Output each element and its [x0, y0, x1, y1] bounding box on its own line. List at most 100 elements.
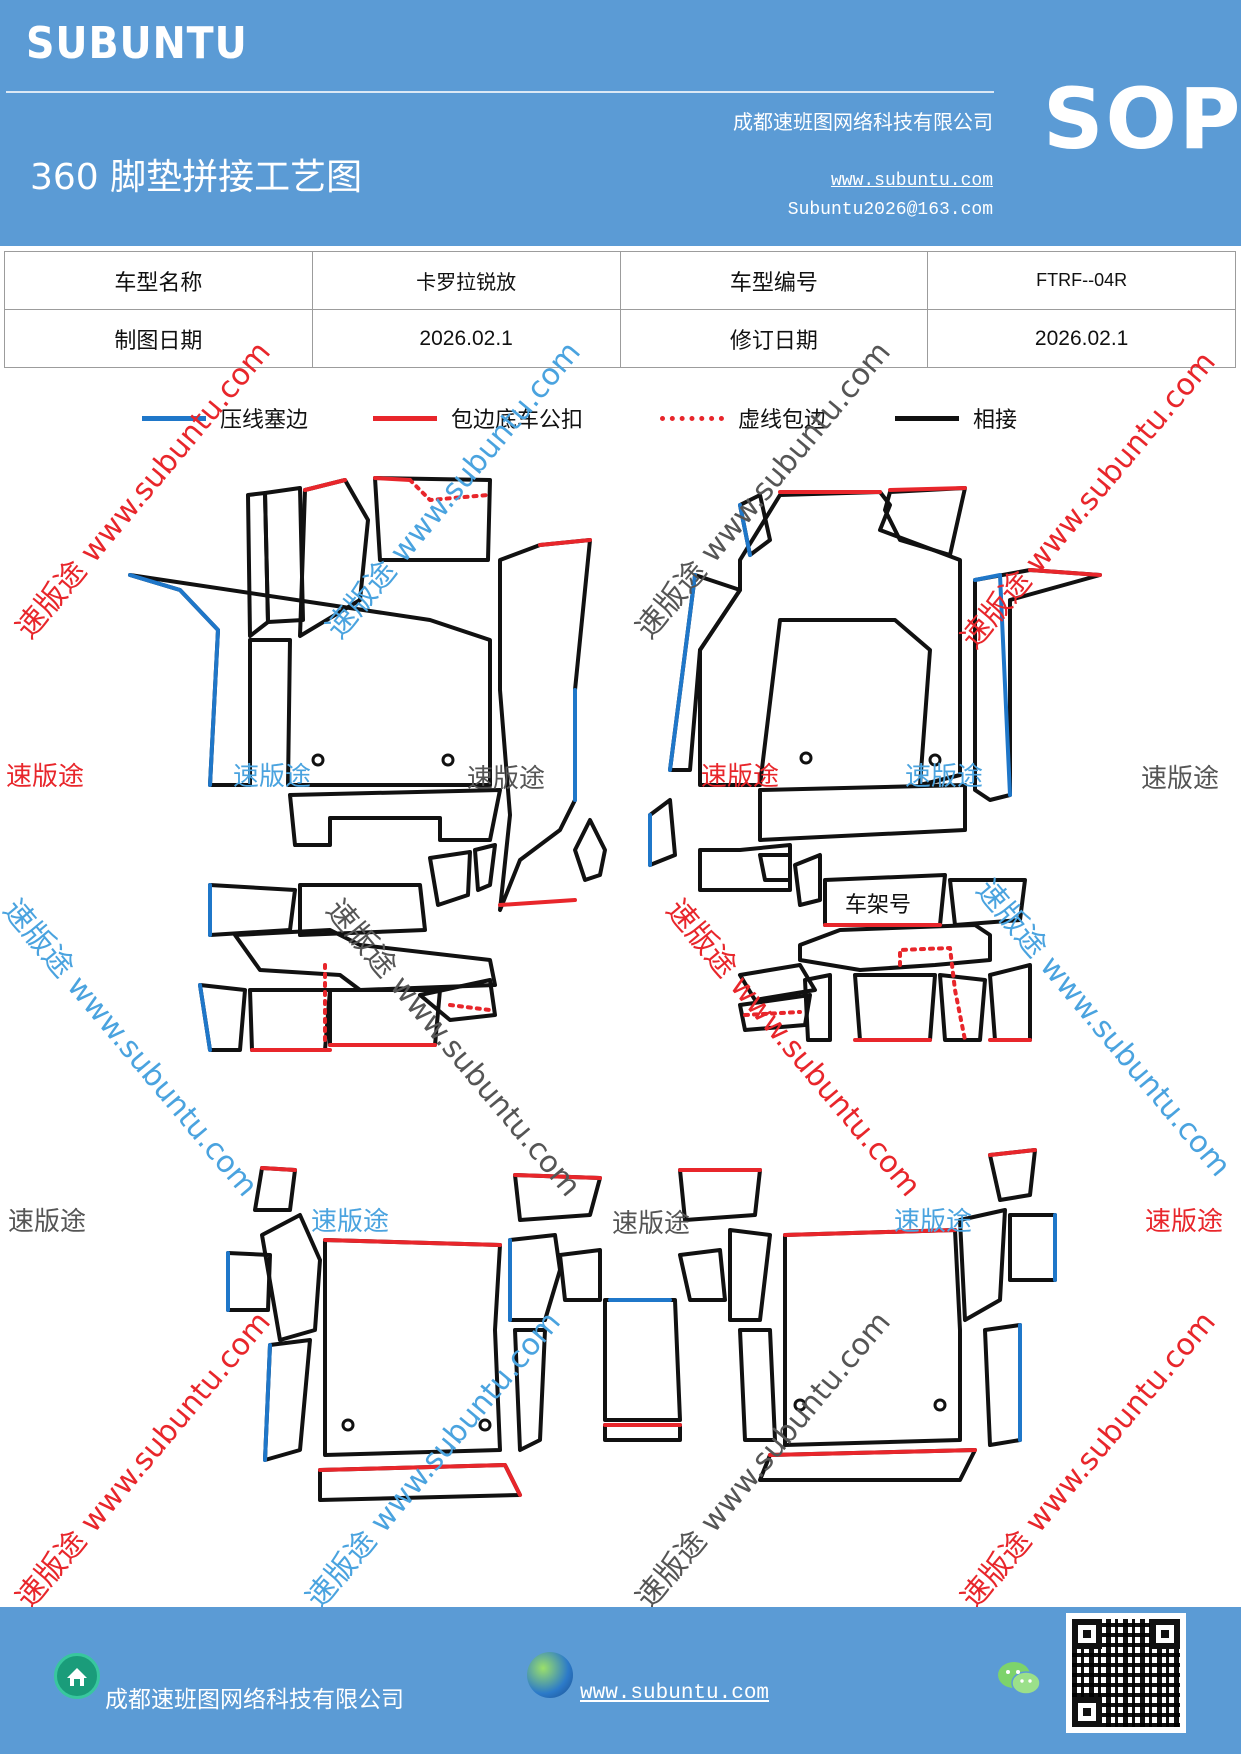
watermark: 速版途	[905, 762, 984, 792]
rear-blue-edges	[226, 1213, 1057, 1462]
mat-piece	[678, 1168, 762, 1222]
mat-piece	[948, 878, 1027, 927]
mat-piece	[738, 1328, 777, 1442]
mat-piece	[938, 973, 987, 1042]
mat-piece	[988, 1148, 1037, 1202]
mat-piece	[248, 988, 332, 1052]
legend-label: 压线塞边	[220, 408, 309, 433]
model-name-label: 车型名称	[4, 251, 313, 310]
footer-company-name: 成都速班图网络科技有限公司	[105, 1687, 404, 1713]
table-row: 车型名称 卡罗拉锐放 车型编号 FTRF--04R	[4, 251, 1236, 310]
brand-logo: SUBUNTU	[26, 18, 248, 69]
company-name: 成都速班图网络科技有限公司	[733, 110, 993, 134]
mat-piece	[603, 1423, 682, 1442]
watermark: 速版途	[1141, 764, 1220, 794]
mat-piece	[246, 491, 270, 638]
sop-badge: SOP	[1043, 70, 1241, 168]
qr-finder	[1072, 1619, 1102, 1649]
mat-piece	[698, 490, 962, 787]
qr-finder	[1150, 1619, 1180, 1649]
model-name-value: 卡罗拉锐放	[311, 251, 621, 310]
mat-piece	[698, 843, 792, 892]
website-link[interactable]: www.subuntu.com	[830, 171, 993, 191]
watermark: 速版途	[6, 762, 85, 792]
model-code-value: FTRF--04R	[927, 251, 1236, 310]
legend-label: 包边底车公扣	[451, 408, 584, 433]
rear-red-edges	[260, 1148, 1037, 1497]
model-code-label: 车型编号	[619, 251, 929, 310]
mat-piece	[738, 993, 812, 1032]
mat-piece	[288, 788, 502, 847]
legend-item-dotted-wrap: 虚线包边	[660, 402, 826, 434]
mat-holes	[311, 751, 947, 1432]
floor-mat-splice-diagram: 车架号	[128, 476, 1102, 1502]
mat-piece	[728, 1228, 772, 1322]
mat-piece	[298, 883, 427, 937]
legend-item-press-line: 压线塞边	[142, 402, 308, 434]
mat-piece	[853, 973, 937, 1042]
front-left-blue-edges	[128, 573, 577, 1052]
mat-piece	[418, 978, 497, 1022]
watermark: 速版途	[233, 762, 312, 792]
mat-piece	[373, 476, 492, 562]
mat-piece	[233, 928, 497, 992]
legend-label: 虚线包边	[738, 408, 827, 433]
mat-piece	[208, 883, 297, 937]
mat-piece	[473, 843, 497, 892]
watermark: 速版途	[894, 1207, 973, 1237]
mat-piece	[678, 1248, 727, 1302]
draw-date-label: 制图日期	[4, 309, 313, 368]
mat-piece	[958, 1208, 1007, 1322]
watermark: 速版途	[612, 1209, 691, 1239]
mat-piece	[260, 1213, 322, 1342]
wechat-icon[interactable]	[996, 1659, 1042, 1699]
mat-piece	[573, 818, 607, 882]
legend-swatch	[660, 415, 724, 421]
qr-finder	[1072, 1697, 1102, 1727]
mat-piece	[513, 1328, 547, 1452]
legend-item-joined: 相接	[895, 402, 1017, 434]
legend-swatch	[895, 415, 959, 421]
mat-piece	[648, 798, 677, 867]
mat-piece	[983, 1323, 1022, 1447]
mat-piece	[758, 783, 967, 842]
line-legend: 压线塞边 包边底车公扣 虚线包边 相接	[0, 402, 1241, 442]
frame-number-label: 车架号	[845, 893, 911, 918]
mat-piece	[603, 1298, 682, 1422]
front-right-dotted-edges	[743, 946, 967, 1042]
qr-code[interactable]	[1066, 1613, 1186, 1733]
document-title: 360 脚垫拼接工艺图	[30, 157, 363, 198]
mat-piece	[1008, 1213, 1057, 1282]
footer-banner: 成都速班图网络科技有限公司 www.subuntu.com	[0, 1607, 1241, 1754]
mat-piece	[428, 850, 472, 907]
home-icon	[54, 1653, 100, 1699]
vehicle-info-table: 车型名称 卡罗拉锐放 车型编号 FTRF--04R 制图日期 2026.02.1…	[4, 251, 1236, 368]
home-icon-glyph	[67, 1668, 87, 1686]
watermark: 速版途	[1145, 1207, 1224, 1237]
revise-date-value: 2026.02.1	[927, 309, 1236, 368]
watermark: 速版途	[8, 1207, 87, 1237]
mat-piece	[798, 923, 992, 972]
mat-piece	[226, 1251, 272, 1312]
legend-swatch	[373, 415, 437, 421]
mat-piece	[558, 1248, 602, 1302]
front-right-red-edges	[778, 486, 1102, 1042]
watermark: 速版途	[467, 764, 546, 794]
draw-date-value: 2026.02.1	[311, 309, 621, 368]
mat-piece	[793, 853, 822, 907]
qr-code-pattern	[1072, 1619, 1180, 1727]
table-row: 制图日期 2026.02.1 修订日期 2026.02.1	[4, 309, 1236, 368]
legend-swatch	[142, 415, 206, 421]
mat-piece	[738, 963, 817, 1002]
front-left-dotted-edges	[323, 478, 492, 1047]
globe-icon	[527, 1652, 573, 1698]
mat-piece	[758, 853, 792, 882]
footer-website-link[interactable]: www.subuntu.com	[580, 1682, 770, 1705]
header-divider	[6, 91, 994, 93]
header-banner: SUBUNTU 360 脚垫拼接工艺图 成都速班图网络科技有限公司 www.su…	[0, 0, 1241, 246]
watermark: 速版途	[701, 762, 780, 792]
mat-piece	[988, 963, 1032, 1042]
legend-item-edge-wrap: 包边底车公扣	[373, 402, 583, 434]
email-address[interactable]: Subuntu2026@163.com	[787, 200, 993, 220]
front-right-mat-group	[648, 486, 1102, 1042]
